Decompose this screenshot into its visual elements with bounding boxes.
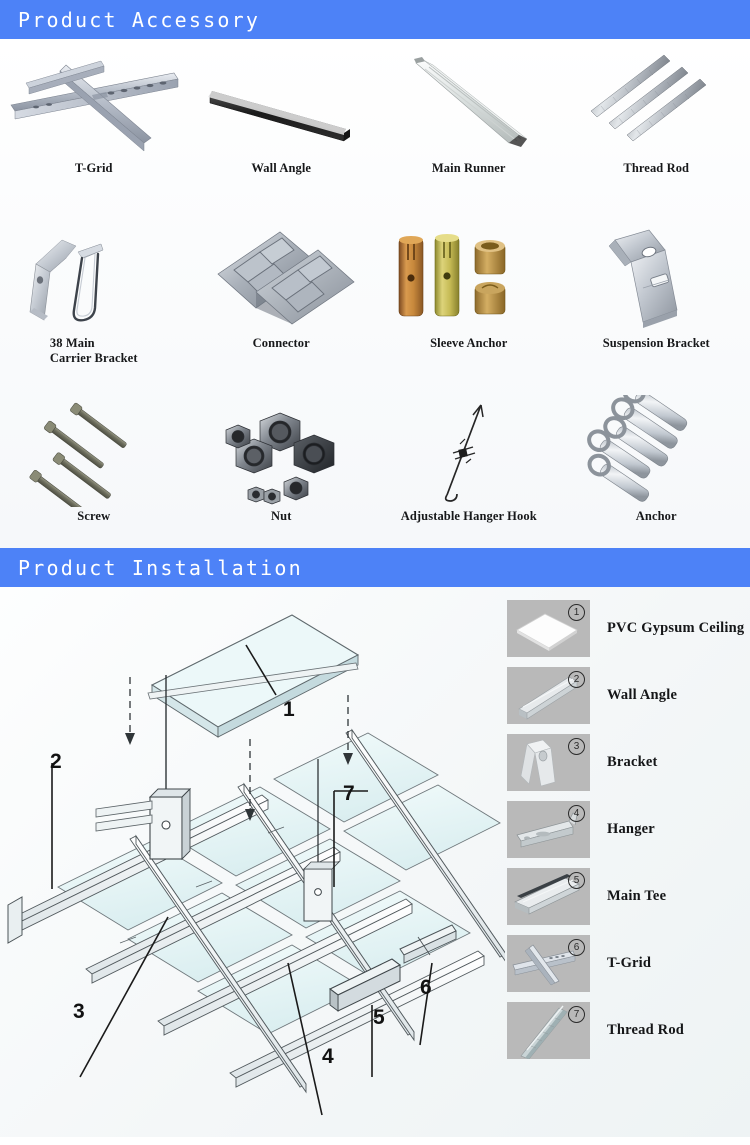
diagram-callout-number: 1 [283,698,295,721]
legend-item-label: Hanger [607,821,655,837]
legend-item-t-grid: 6 T-Grid [507,930,750,997]
accessory-item-carrier-bracket: 38 Main Carrier Bracket [0,216,188,366]
accessory-item-nut: Nut [188,395,376,524]
t-grid-photo [6,43,181,155]
hanger-hook-photo [381,395,556,507]
diagram-callout-number: 7 [343,782,355,805]
thread-rod-thumb: 7 [507,1002,590,1059]
connector-photo [194,216,369,334]
installation-legend: 1 PVC Gypsum Ceiling 2 Wall Angle [507,595,750,1064]
accessory-item-sleeve-anchor: Sleeve Anchor [375,216,563,366]
accessory-item-wall-angle: Wall Angle [188,43,376,176]
diagram-callout-number: 5 [373,1006,385,1029]
diagram-callout-number: 2 [50,750,62,773]
accessory-item-screw: Screw [0,395,188,524]
accessory-item-main-runner: Main Runner [375,43,563,176]
accessory-banner-title: Product Accessory [18,7,261,32]
thread-rod-photo [569,43,744,155]
accessory-item-label: Sleeve Anchor [430,335,508,350]
legend-badge: 4 [568,805,585,822]
legend-item-thread-rod: 7 Thread Rod [507,997,750,1064]
legend-item-label: Bracket [607,754,658,770]
legend-item-label: PVC Gypsum Ceiling [607,620,745,636]
legend-badge: 5 [568,872,585,889]
legend-badge: 2 [568,671,585,688]
legend-badge: 1 [568,604,585,621]
legend-item-wall-angle: 2 Wall Angle [507,662,750,729]
legend-badge: 6 [568,939,585,956]
hanger-thumb: 4 [507,801,590,858]
accessory-item-t-grid: T-Grid [0,43,188,176]
row-spacer [0,524,750,548]
accessory-item-label-line2: Carrier Bracket [49,350,138,365]
accessory-item-label: Anchor [635,509,677,524]
bracket-thumb: 3 [507,734,590,791]
accessory-item-label: Nut [271,509,292,524]
installation-banner: Product Installation [0,548,750,587]
accessory-item-label: Connector [252,335,310,350]
accessory-item-hanger-hook: Adjustable Hanger Hook [375,395,563,524]
wall-angle-photo [194,43,369,155]
accessory-item-label: Thread Rod [623,161,690,175]
legend-item-hanger: 4 Hanger [507,796,750,863]
diagram-callout-number: 3 [73,1000,85,1023]
accessory-section: T-Grid [0,39,750,548]
t-grid-thumb: 6 [507,935,590,992]
accessory-item-connector: Connector [188,216,376,366]
diagram-callout-number: 6 [420,976,432,999]
main-tee-thumb: 5 [507,868,590,925]
accessory-item-label-line1: 38 Main [49,335,95,350]
anchor-photo [569,395,744,507]
accessory-banner: Product Accessory [0,0,750,39]
accessory-item-label: 38 Main Carrier Bracket [50,336,138,366]
carrier-bracket-photo [6,216,181,334]
accessory-row: 38 Main Carrier Bracket [0,216,750,366]
accessory-item-anchor: Anchor [563,395,750,524]
accessory-item-label: T-Grid [74,161,113,175]
legend-item-label: Wall Angle [607,687,678,703]
installation-section: 1 PVC Gypsum Ceiling 2 Wall Angle [0,587,750,1137]
main-runner-photo [381,43,556,155]
legend-item-label: T-Grid [607,955,652,971]
sleeve-anchor-photo [381,216,556,334]
legend-item-label: Thread Rod [607,1022,685,1038]
legend-badge: 7 [568,1006,585,1023]
accessory-item-thread-rod: Thread Rod [563,43,750,176]
legend-item-bracket: 3 Bracket [507,729,750,796]
pvc-gypsum-ceiling-thumb: 1 [507,600,590,657]
row-spacer [0,176,750,216]
accessory-item-label: Suspension Bracket [602,335,710,350]
row-spacer [0,365,750,395]
screw-photo [6,395,181,508]
legend-item-pvc-gypsum-ceiling: 1 PVC Gypsum Ceiling [507,595,750,662]
accessory-item-label: Wall Angle [251,161,312,175]
accessory-item-label: Screw [77,509,111,524]
suspension-bracket-photo [569,216,744,334]
accessory-row: T-Grid [0,43,750,176]
accessory-item-label: Main Runner [431,161,506,175]
installation-diagram [0,587,505,1137]
accessory-item-label: Adjustable Hanger Hook [400,509,537,524]
diagram-callout-number: 4 [322,1045,334,1068]
wall-angle-thumb: 2 [507,667,590,724]
accessory-item-suspension-bracket: Suspension Bracket [563,216,750,366]
installation-banner-title: Product Installation [18,555,303,580]
legend-item-label: Main Tee [607,888,667,904]
accessory-row: Screw [0,395,750,524]
legend-badge: 3 [568,738,585,755]
nut-photo [194,395,369,507]
legend-item-main-tee: 5 Main Tee [507,863,750,930]
